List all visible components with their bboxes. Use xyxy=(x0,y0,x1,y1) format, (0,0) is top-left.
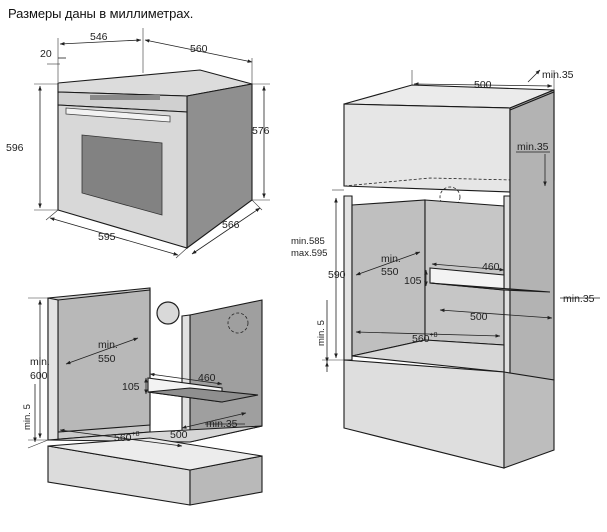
gap-min-35: min.35 xyxy=(206,418,238,430)
vent-height-105: 105 xyxy=(122,381,140,393)
dim-576: 576 xyxy=(252,125,270,137)
width-560: 560+8 xyxy=(412,332,438,345)
vent-width-460: 460 xyxy=(198,372,216,384)
dim-560: 560 xyxy=(190,43,208,55)
oven-dimensions: 546 560 20 596 576 595 566 xyxy=(6,28,270,259)
dim-500-opening: 500 xyxy=(170,429,188,441)
depth-550: 550 xyxy=(381,266,399,278)
plinth-min-5: min. 5 xyxy=(316,320,327,346)
vent-height-105: 105 xyxy=(404,275,422,287)
dim-595: 595 xyxy=(98,231,116,243)
dim-596: 596 xyxy=(6,142,24,154)
dim-566: 566 xyxy=(222,219,240,231)
under-counter-niche xyxy=(47,287,263,506)
height-min-585: min.585 xyxy=(291,236,325,247)
min-label-600: min. xyxy=(30,356,50,368)
vent-width-460: 460 xyxy=(482,261,500,273)
side-min-35: min.35 xyxy=(517,141,549,153)
top-min-35: min.35 xyxy=(542,69,574,81)
units-caption: Размеры даны в миллиметрах. xyxy=(8,6,194,21)
dim-560-base: 560+8 xyxy=(114,431,140,444)
right-min-35: min.35 xyxy=(563,293,595,305)
min-label-col-550: min. xyxy=(381,253,401,265)
dim-600: 600 xyxy=(30,370,48,382)
dim-550: 550 xyxy=(98,353,116,365)
dim-20: 20 xyxy=(40,48,52,60)
dim-546: 546 xyxy=(90,31,108,43)
opening-depth-500: 500 xyxy=(470,311,488,323)
top-depth-500: 500 xyxy=(474,79,492,91)
height-590: 590 xyxy=(328,269,346,281)
column-dimensions: 500 min.35 min.35 min.585 max.595 590 mi… xyxy=(291,69,600,372)
oven-isometric xyxy=(57,69,253,250)
height-max-595: max.595 xyxy=(291,248,327,259)
plinth-min-5: min. 5 xyxy=(22,404,33,430)
under-counter-dimensions: min. 600 min. 550 min. 5 105 460 560+8 5… xyxy=(22,297,247,449)
min-label-550: min. xyxy=(98,339,118,351)
